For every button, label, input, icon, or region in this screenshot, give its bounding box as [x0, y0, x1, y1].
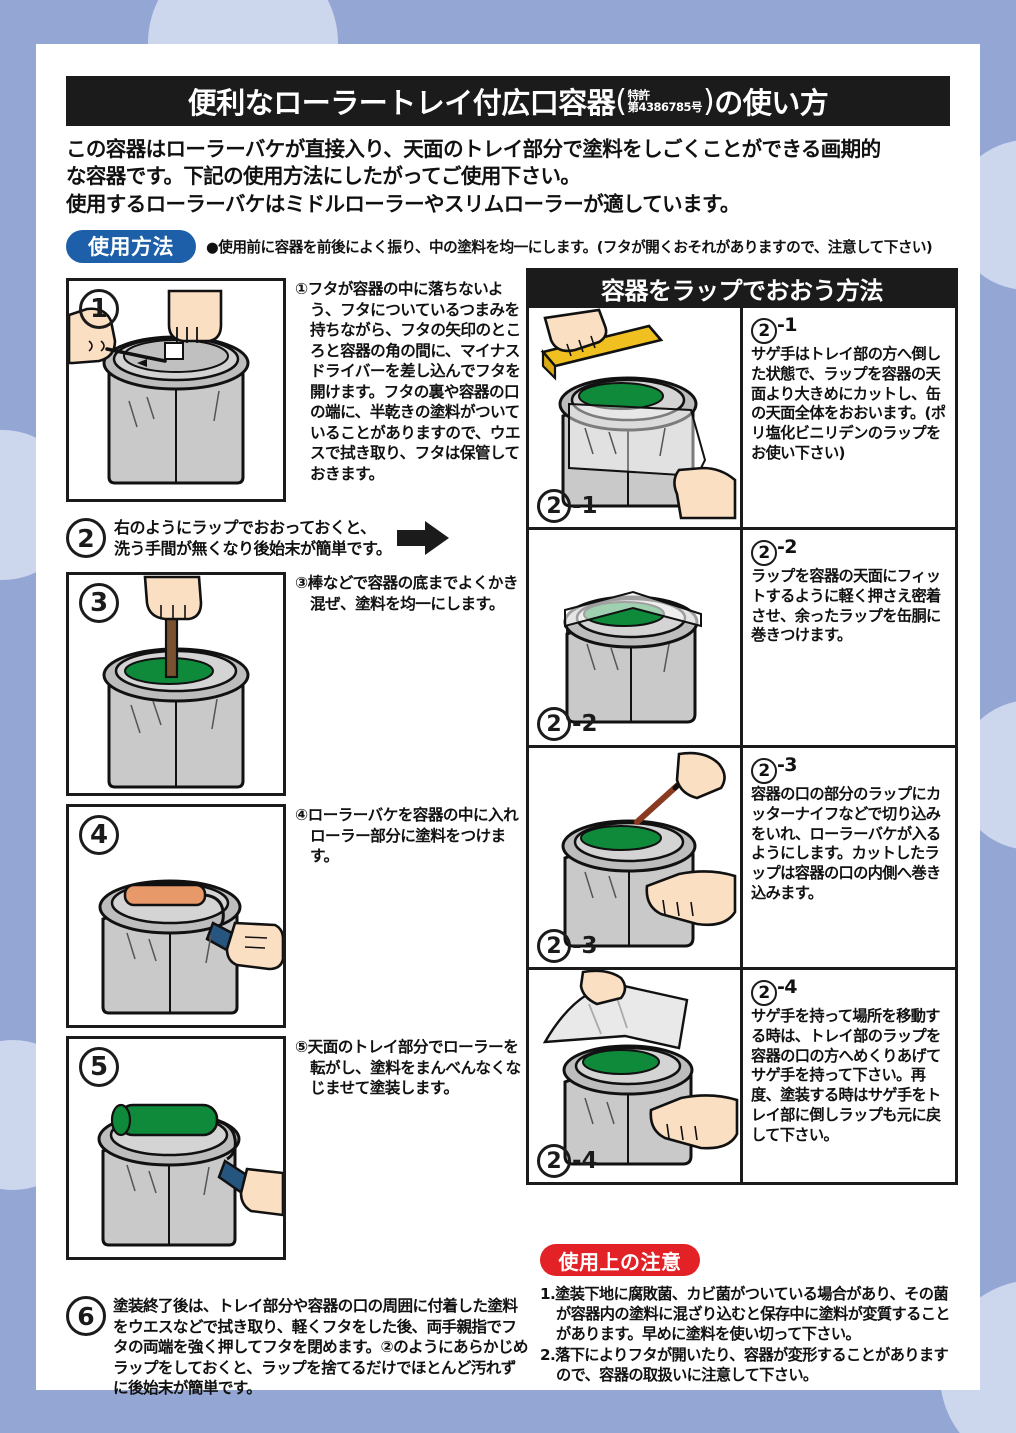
step-2-line-1: 右のようにラップでおおっておくと、 [114, 517, 376, 537]
step-4-illustration: 4 [66, 804, 286, 1028]
step-number-badge: 5 [79, 1047, 119, 1087]
caution-section: 使用上の注意 1.塗装下地に腐敗菌、カビ菌がついている場合があり、その菌が容器内… [540, 1244, 960, 1386]
step-row-2: 2 右のようにラップでおおっておくと、 洗う手間が無くなり後始末が簡単です。 [66, 510, 521, 566]
wrap-step-4-text: サゲ手を持って場所を移動する時は、トレイ部のラップを容器の口の方へめくりあげてサ… [751, 1007, 941, 1144]
wrap-step-number: 2 [537, 1144, 571, 1178]
title-suffix: の使い方 [714, 86, 829, 120]
wrap-panel: 容器をラップでおおう方法 [526, 268, 958, 1185]
step-number-badge: 4 [79, 815, 119, 855]
usage-method-row: 使用方法 ●使用前に容器を前後によく振り、中の塗料を均一にします。(フタが開くお… [66, 228, 958, 264]
wrap-step-suffix: -4 [572, 1148, 598, 1174]
step-3-illustration: 3 [66, 572, 286, 796]
wrap-step-row-1: 2 -1 2-1 サゲ手はトレイ部の方へ倒した状態で、ラップを容器の天面より大き… [529, 308, 955, 530]
wrap-step-1-label: 2 -1 [537, 489, 598, 523]
step-number-badge: 6 [66, 1296, 106, 1336]
step-1-illustration: 1 [66, 278, 286, 502]
step-row-6: 6 塗装終了後は、トレイ部分や容器の口の周囲に付着した塗料をウエスなどで拭き取り… [66, 1296, 528, 1399]
step-row-3: 3 ③棒などで容器の底までよくかき混ぜ、塗料を均一にします。 [66, 572, 521, 796]
wrap-step-1-text: サゲ手はトレイ部の方へ倒した状態で、ラップを容器の天面より大きめにカットし、缶の… [751, 345, 946, 462]
wrap-step-2-heading: 2-2 [751, 535, 951, 567]
title-paren-open: ( [615, 83, 627, 119]
intro-line-2: な容器です。下記の使用方法にしたがってご使用下さい。 [66, 164, 581, 189]
wrap-step-1-heading: 2-1 [751, 313, 951, 345]
steps-column: 1 [66, 278, 521, 1260]
wrap-step-2-body: 2-2 ラップを容器の天面にフィットするように軽く押さえ密着させ、余ったラップを… [743, 530, 955, 745]
step-4-text: ④ローラーバケを容器の中に入れローラー部分に塗料をつけます。 [295, 806, 519, 865]
step-number-badge: 2 [66, 518, 106, 558]
wrap-step-suffix: -2 [572, 711, 598, 737]
step-2-text: 右のようにラップでおおっておくと、 洗う手間が無くなり後始末が簡単です。 [114, 517, 392, 559]
page-title-bar: 便利なローラートレイ付広口容器 ( 特許 第4386785号 ) の使い方 [66, 76, 950, 126]
wrap-step-row-2: 2 -2 2-2 ラップを容器の天面にフィットするように軽く押さえ密着させ、余っ… [529, 530, 955, 748]
step-1-text: ①フタが容器の中に落ちないよう、フタについているつまみを持ちながら、フタの矢印の… [295, 280, 521, 483]
title-paren-close: ) [703, 83, 715, 119]
wrap-step-2-illustration: 2 -2 [529, 530, 743, 745]
intro-line-1: この容器はローラーバケが直接入り、天面のトレイ部分で塗料をしごくことができる画期… [66, 137, 881, 161]
step-row-5: 5 ⑤天面のトレイ部分でローラーを転がし、塗料をまんべんなくなじませて塗装します… [66, 1036, 521, 1260]
wrap-step-number: 2 [537, 929, 571, 963]
wrap-step-number: 2 [537, 489, 571, 523]
patent-label: 特許 [627, 88, 650, 103]
arrow-right-icon [397, 521, 450, 555]
patent-value: 第4386785号 [627, 100, 702, 114]
wrap-step-1-illustration: 2 -1 [529, 308, 743, 527]
wrap-step-2-label: 2 -2 [537, 707, 598, 741]
wrap-step-row-4: 2 -4 2-4 サゲ手を持って場所を移動する時は、トレイ部のラップを容器の口の… [529, 970, 955, 1182]
wrap-step-4-label: 2 -4 [537, 1144, 598, 1178]
patent-number: 特許 第4386785号 [627, 90, 702, 113]
step-row-4: 4 ④ローラーバケを容器の中に [66, 804, 521, 1028]
caution-item: 2.落下によりフタが開いたり、容器が変形することがありますので、容器の取扱いに注… [540, 1346, 949, 1385]
wrap-step-3-text: 容器の口の部分のラップにカッターナイフなどで切り込みをいれ、ローラーバケが入るよ… [751, 785, 941, 902]
wrap-step-number: 2 [537, 707, 571, 741]
wrap-step-3-illustration: 2 -3 [529, 748, 743, 967]
wrap-step-suffix: -3 [572, 933, 598, 959]
wrap-step-4-heading: 2-4 [751, 975, 951, 1007]
step-5-illustration: 5 [66, 1036, 286, 1260]
step-2-line-2: 洗う手間が無くなり後始末が簡単です。 [114, 539, 392, 558]
wrap-step-1-body: 2-1 サゲ手はトレイ部の方へ倒した状態で、ラップを容器の天面より大きめにカット… [743, 308, 955, 527]
caution-list: 1.塗装下地に腐敗菌、カビ菌がついている場合があり、その菌が容器内の塗料に混ざり… [540, 1284, 960, 1385]
intro-line-3: 使用するローラーバケはミドルローラーやスリムローラーが適しています。 [66, 191, 740, 216]
wrap-step-row-3: 2 -3 2-3 容器の口の部分のラップにカッターナイフなどで切り込みをいれ、ロ… [529, 748, 955, 970]
caution-badge: 使用上の注意 [540, 1244, 700, 1276]
page-title: 便利なローラートレイ付広口容器 ( 特許 第4386785号 ) の使い方 [187, 80, 829, 122]
wrap-step-suffix: -1 [572, 493, 598, 519]
wrap-step-4-body: 2-4 サゲ手を持って場所を移動する時は、トレイ部のラップを容器の口の方へめくり… [743, 970, 955, 1182]
usage-method-note: ●使用前に容器を前後によく振り、中の塗料を均一にします。(フタが開くおそれがあり… [206, 238, 933, 256]
step-5-text: ⑤天面のトレイ部分でローラーを転がし、塗料をまんべんなくなじませて塗装します。 [295, 1038, 521, 1097]
caution-item: 1.塗装下地に腐敗菌、カビ菌がついている場合があり、その菌が容器内の塗料に混ざり… [540, 1285, 950, 1344]
wrap-panel-header: 容器をラップでおおう方法 [526, 268, 958, 308]
step-number-badge: 1 [79, 289, 119, 329]
usage-method-badge: 使用方法 [66, 229, 196, 263]
wrap-step-2-text: ラップを容器の天面にフィットするように軽く押さえ密着させ、余ったラップを缶胴に巻… [751, 567, 941, 645]
wrap-step-3-body: 2-3 容器の口の部分のラップにカッターナイフなどで切り込みをいれ、ローラーバケ… [743, 748, 955, 967]
intro-paragraph: この容器はローラーバケが直接入り、天面のトレイ部分で塗料をしごくことができる画期… [66, 136, 958, 218]
title-prefix: 便利なローラートレイ付広口容器 [187, 86, 616, 120]
wrap-step-4-illustration: 2 -4 [529, 970, 743, 1182]
step-row-1: 1 [66, 278, 521, 502]
instruction-sheet: 便利なローラートレイ付広口容器 ( 特許 第4386785号 ) の使い方 この… [36, 44, 980, 1397]
step-number-badge: 3 [79, 583, 119, 623]
step-6-text: 塗装終了後は、トレイ部分や容器の口の周囲に付着した塗料をウエスなどで拭き取り、軽… [113, 1297, 528, 1397]
wrap-step-3-heading: 2-3 [751, 753, 951, 785]
wrap-step-3-label: 2 -3 [537, 929, 598, 963]
step-3-text: ③棒などで容器の底までよくかき混ぜ、塗料を均一にします。 [295, 574, 519, 613]
